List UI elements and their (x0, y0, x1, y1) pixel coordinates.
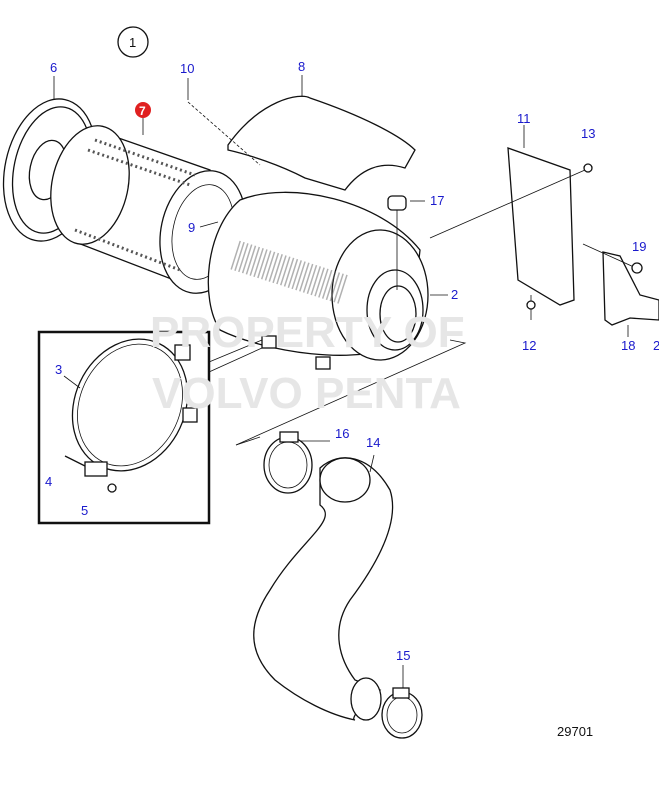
callout-20-partial[interactable]: 2 (653, 338, 659, 353)
callout-11[interactable]: 11 (517, 111, 531, 126)
part-16-hose-clamp (263, 431, 313, 494)
highlight-marker-7 (135, 102, 151, 118)
callout-3[interactable]: 3 (55, 362, 62, 377)
callout-6[interactable]: 6 (50, 60, 57, 75)
group-number-badge: 1 (117, 26, 149, 58)
callout-7[interactable]: 7 (139, 104, 146, 118)
callout-17[interactable]: 17 (430, 193, 444, 208)
part-2-air-filter-housing (207, 191, 448, 370)
callout-9[interactable]: 9 (188, 220, 195, 235)
callout-16[interactable]: 16 (335, 426, 349, 441)
watermark-line-2: VOLVO PENTA (152, 369, 461, 418)
callout-13[interactable]: 13 (581, 126, 595, 141)
callout-4[interactable]: 4 (45, 474, 52, 489)
part-8-cover-shield (187, 95, 416, 191)
callout-19[interactable]: 19 (632, 239, 646, 254)
drawing-number: 29701 (557, 724, 593, 739)
callout-12[interactable]: 12 (522, 338, 536, 353)
part-17-plug (387, 195, 425, 290)
watermark-line-1: PROPERTY OF (150, 308, 465, 357)
callout-10[interactable]: 10 (180, 61, 194, 76)
leader-lines (53, 75, 404, 688)
group-number: 1 (129, 35, 136, 50)
callout-14[interactable]: 14 (366, 435, 380, 450)
part-11-bracket (429, 125, 593, 320)
callout-8[interactable]: 8 (298, 59, 305, 74)
part-15-hose-clamp (381, 687, 423, 739)
part-3-clamp-band (64, 338, 198, 493)
callout-5[interactable]: 5 (81, 503, 88, 518)
part-18-bracket (582, 243, 659, 337)
callout-15[interactable]: 15 (396, 648, 410, 663)
callout-2[interactable]: 2 (451, 287, 458, 302)
part-14-hose (253, 457, 394, 721)
callout-18[interactable]: 18 (621, 338, 635, 353)
